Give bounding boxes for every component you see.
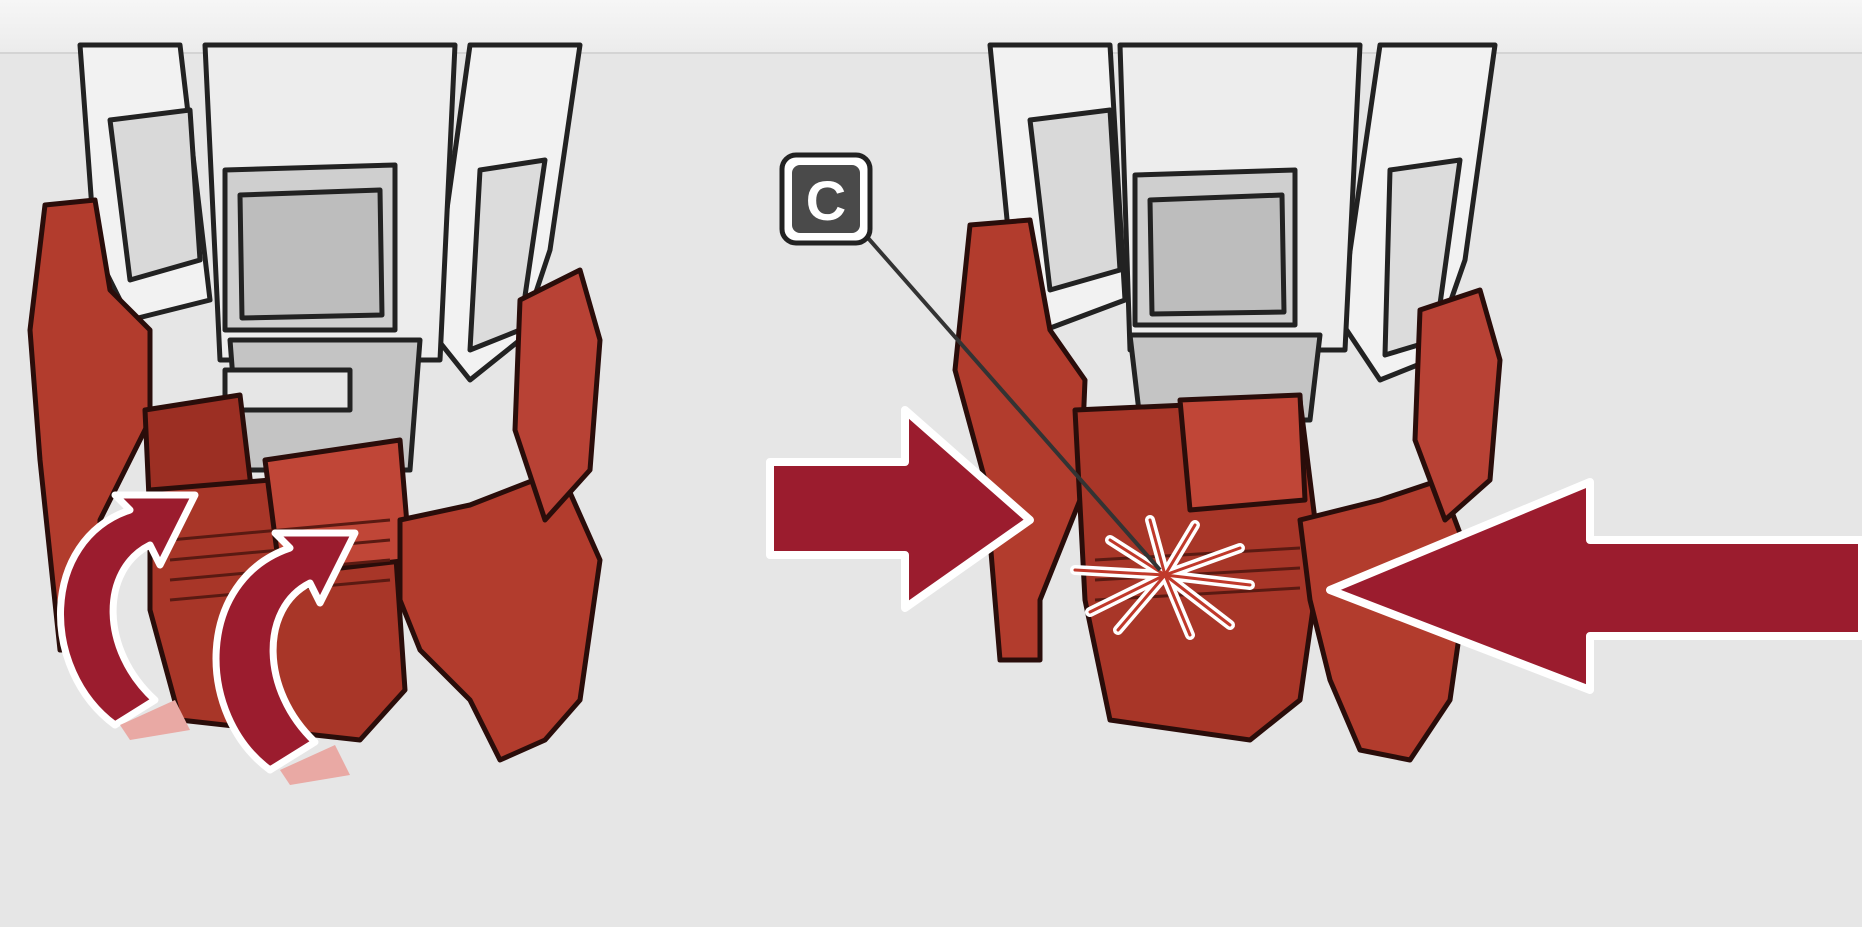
panel-right: C — [766, 42, 1862, 763]
push-arrow-left — [766, 406, 1034, 612]
callout-leader-line — [866, 236, 1162, 572]
panel-left — [27, 42, 603, 785]
red-leg-assembly-right — [952, 217, 1503, 763]
part-callout-badge: C — [779, 152, 873, 246]
robot-torso-right — [987, 42, 1498, 423]
snap-burst-inner — [1073, 518, 1252, 637]
rotate-arrow-1 — [57, 491, 199, 740]
push-arrow-right — [1326, 478, 1862, 694]
part-callout-label: C — [806, 169, 846, 232]
robot-torso-left — [77, 42, 583, 473]
rotate-arrow-2 — [212, 529, 359, 785]
